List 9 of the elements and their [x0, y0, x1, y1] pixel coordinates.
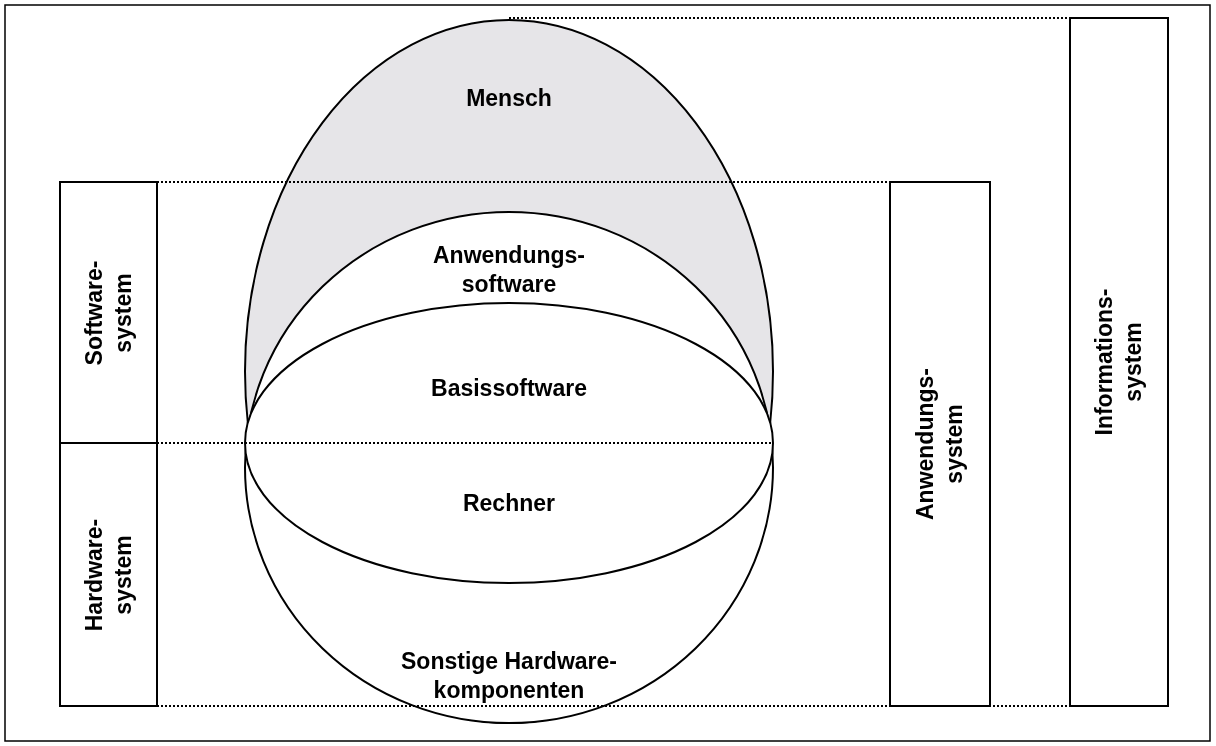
system-label: Hardware- system: [79, 518, 137, 631]
region-label: Basissoftware: [430, 374, 588, 403]
region-label: Anwendungs- software: [431, 241, 586, 299]
region-label: Sonstige Hardware- komponenten: [400, 647, 618, 705]
region-label: Mensch: [465, 84, 553, 113]
system-label: Informations- system: [1090, 288, 1147, 436]
region-label: Rechner: [461, 489, 556, 518]
system-label: Software- system: [79, 260, 137, 365]
system-label: Anwendungs- system: [911, 368, 968, 520]
